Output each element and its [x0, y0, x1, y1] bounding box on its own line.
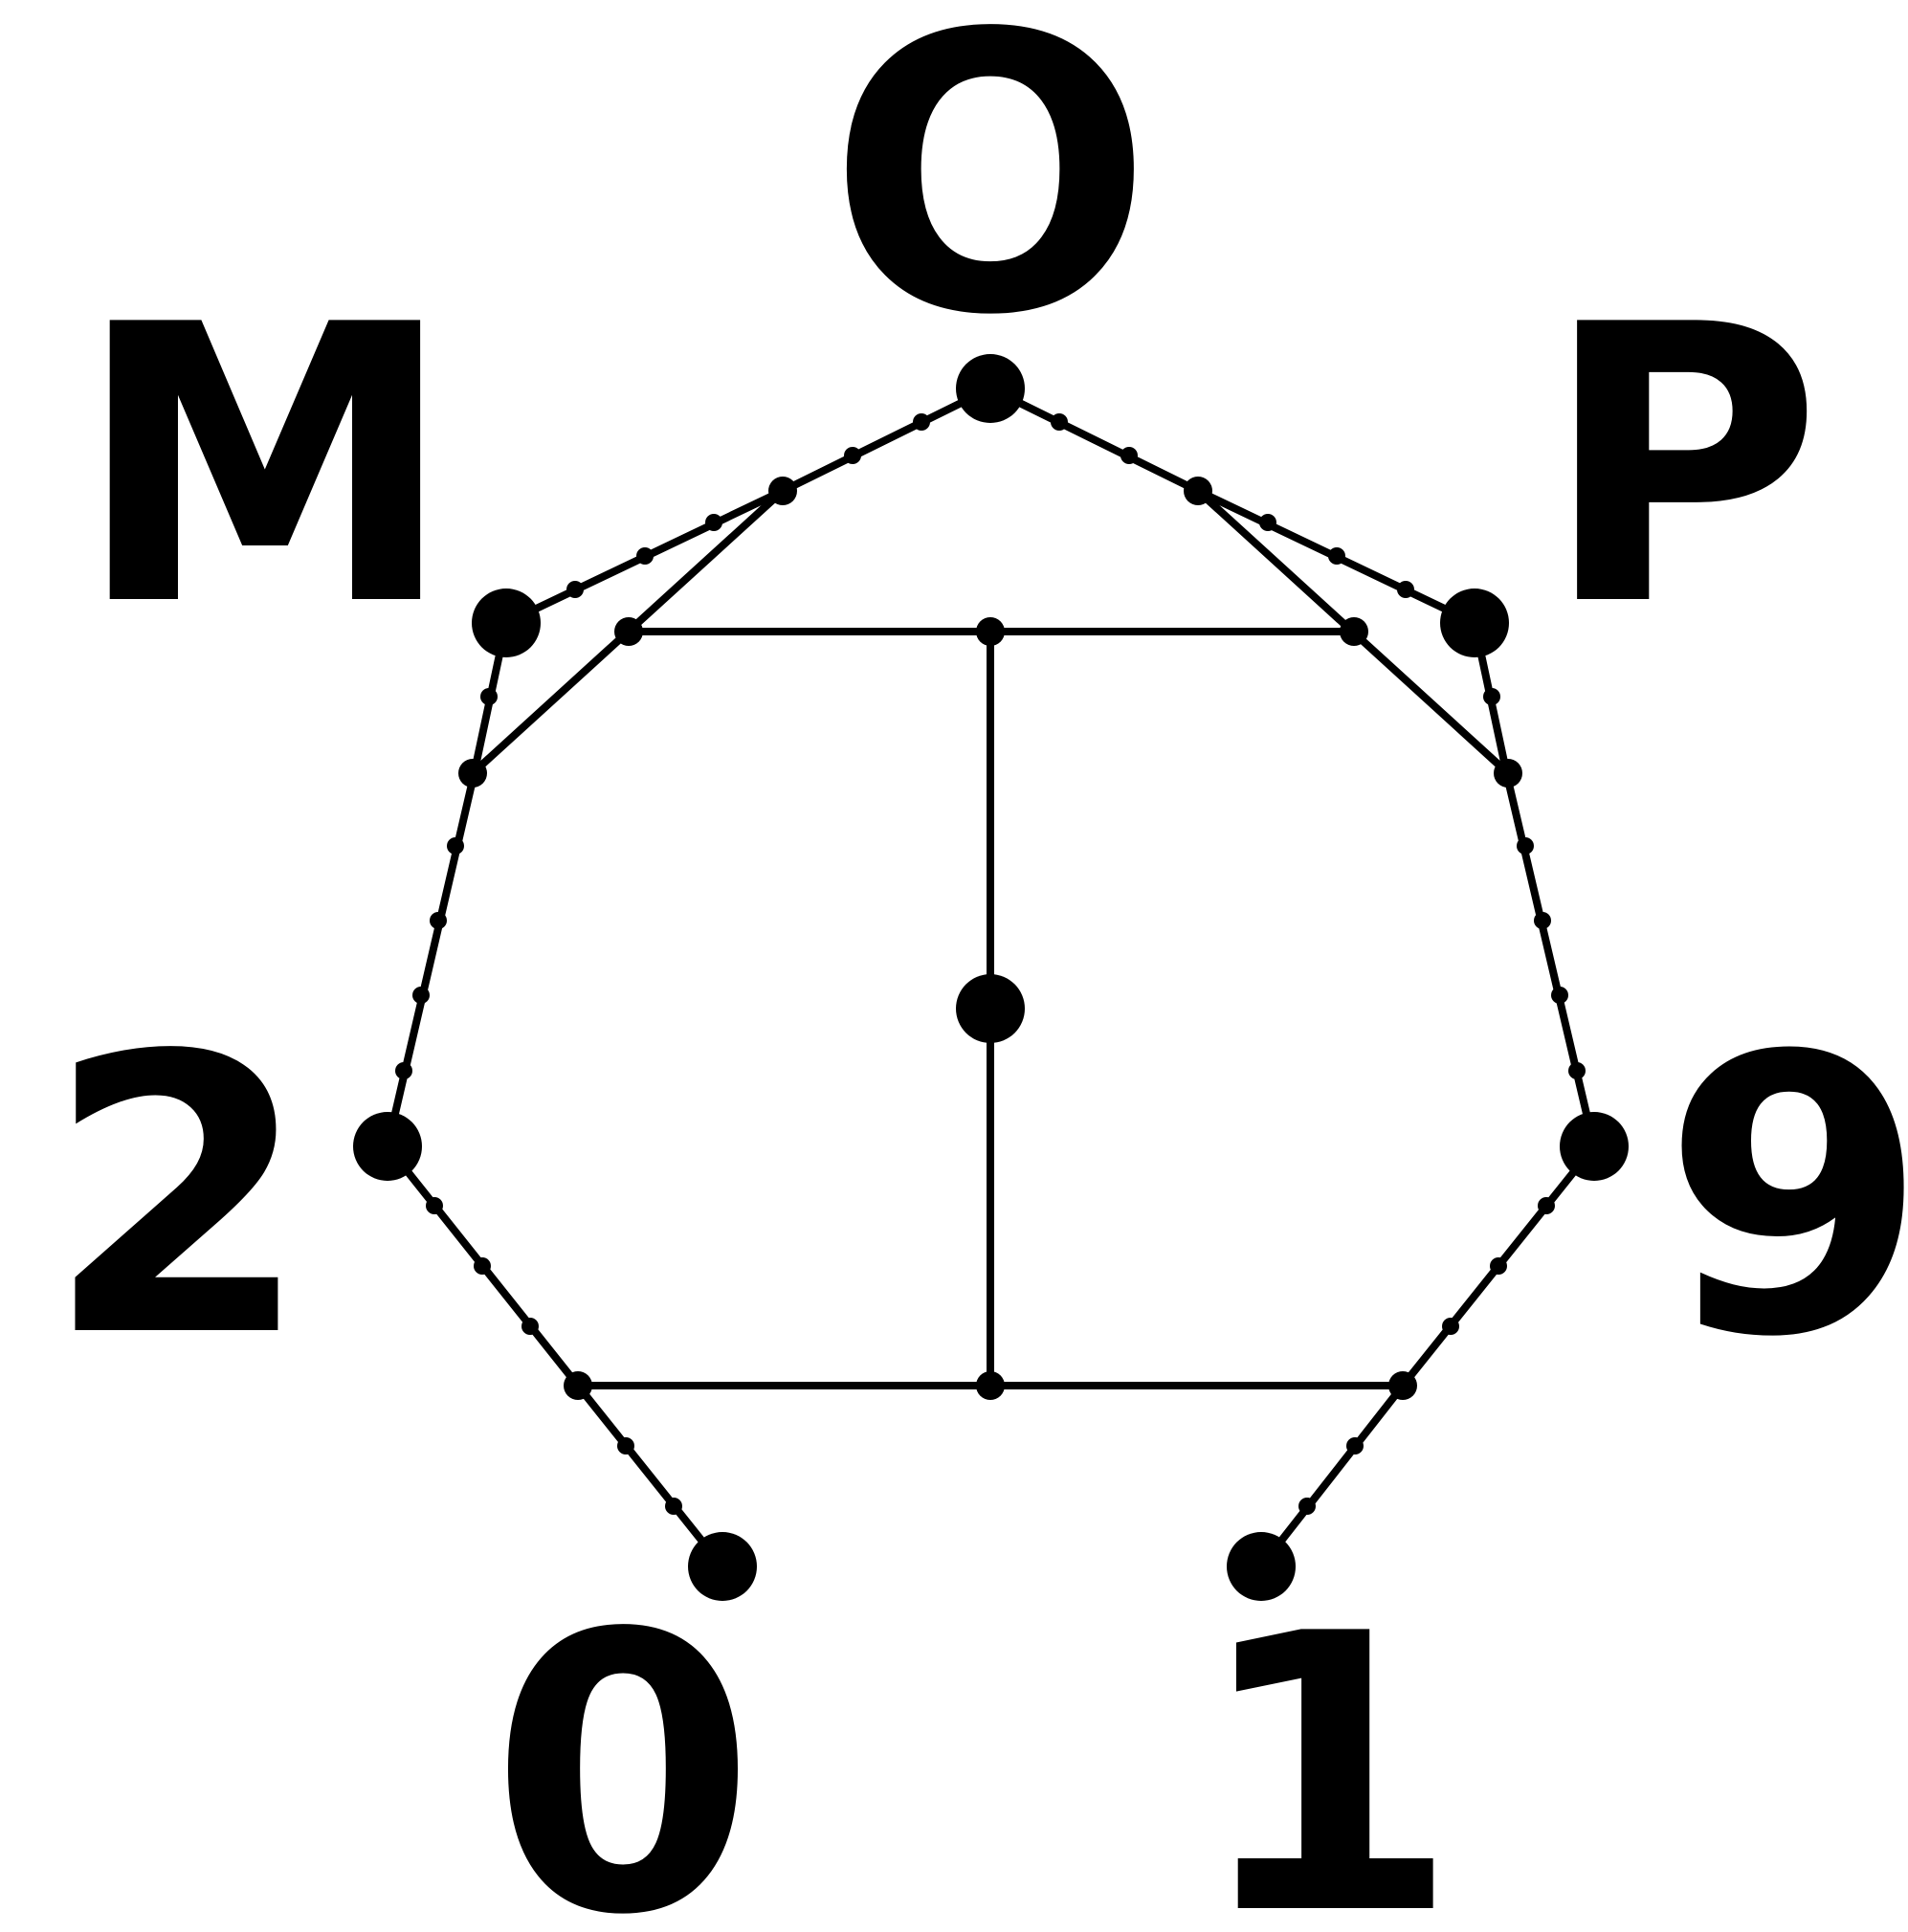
- node-small: [1120, 447, 1138, 464]
- label-left: 2: [45, 976, 311, 1421]
- label-upper-right: P: [1542, 245, 1822, 690]
- node-small: [665, 1498, 682, 1515]
- label-group: O M P 2 9 0 1: [45, 0, 1908, 1932]
- node-small: [1051, 413, 1068, 431]
- node-small: [566, 581, 584, 598]
- node-large-center: [956, 974, 1025, 1043]
- node-large-bottom-left: [688, 1532, 757, 1601]
- node-large-upper-right: [1440, 588, 1509, 657]
- node-large-right: [1560, 1112, 1629, 1181]
- node-small: [913, 413, 930, 431]
- node-medium: [614, 617, 643, 646]
- node-small: [1517, 837, 1534, 855]
- node-small: [617, 1437, 634, 1455]
- label-top: O: [828, 0, 1153, 399]
- node-medium: [458, 759, 487, 788]
- node-medium: [1388, 1371, 1417, 1400]
- node-medium: [1340, 617, 1368, 646]
- node-small: [474, 1257, 491, 1275]
- node-small: [1397, 581, 1414, 598]
- node-small: [1259, 514, 1276, 531]
- node-small: [521, 1318, 539, 1335]
- node-small: [1534, 912, 1551, 929]
- node-large-upper-left: [472, 588, 541, 657]
- node-small: [480, 688, 498, 705]
- node-small: [1328, 547, 1345, 565]
- label-bottom-left: 0: [490, 1554, 756, 1932]
- node-small: [395, 1062, 412, 1079]
- node-small: [636, 547, 654, 565]
- node-small: [412, 987, 430, 1004]
- node-large-left: [353, 1112, 422, 1181]
- node-medium: [976, 1371, 1005, 1400]
- node-small: [844, 447, 861, 464]
- node-medium: [1494, 759, 1522, 788]
- node-small: [430, 912, 447, 929]
- node-small: [1442, 1318, 1459, 1335]
- small-node-group: [395, 413, 1586, 1515]
- node-small: [1568, 1062, 1586, 1079]
- label-bottom-right: 1: [1193, 1554, 1459, 1932]
- node-medium: [564, 1371, 592, 1400]
- node-large-bottom-right: [1227, 1532, 1296, 1601]
- node-small: [1346, 1437, 1364, 1455]
- node-small: [1551, 987, 1568, 1004]
- node-small: [1298, 1498, 1316, 1515]
- node-small: [1490, 1257, 1507, 1275]
- node-large-top: [956, 354, 1025, 423]
- node-medium: [768, 477, 797, 505]
- node-small: [705, 514, 722, 531]
- node-small: [447, 837, 464, 855]
- node-small: [1483, 688, 1500, 705]
- label-right: 9: [1662, 976, 1908, 1421]
- node-medium: [1184, 477, 1212, 505]
- node-small: [1538, 1197, 1555, 1214]
- node-small: [426, 1197, 443, 1214]
- node-medium: [976, 617, 1005, 646]
- large-node-group: [353, 354, 1629, 1601]
- medium-node-group: [458, 477, 1522, 1400]
- label-upper-left: M: [75, 245, 455, 690]
